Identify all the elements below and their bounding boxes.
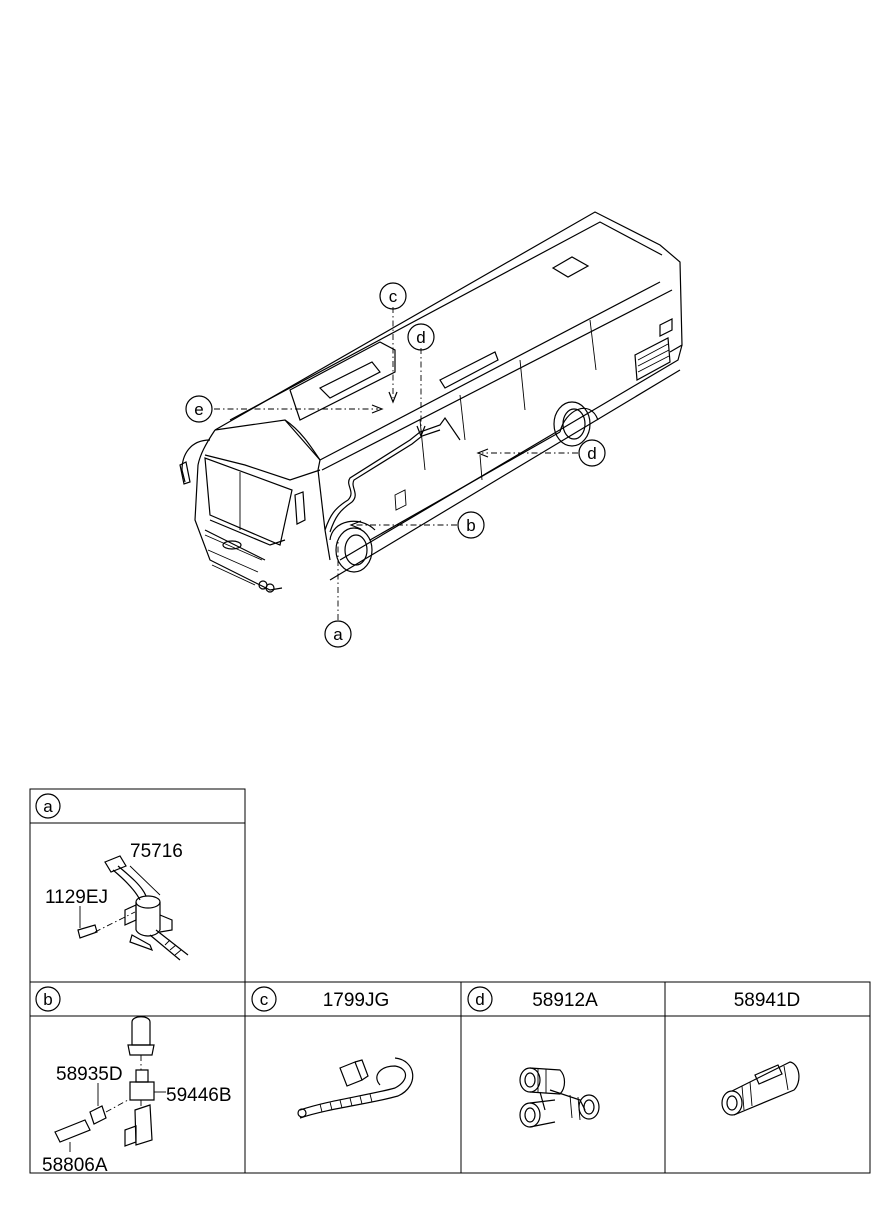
parts-table	[29, 788, 871, 1174]
connector-fitting-drawing	[54, 1016, 166, 1152]
svg-text:b: b	[43, 990, 52, 1009]
callout-e[interactable]: e	[185, 395, 213, 423]
svg-text:b: b	[466, 516, 475, 535]
part-number-1799JG[interactable]: 1799JG	[323, 990, 390, 1011]
callout-a[interactable]: a	[324, 620, 352, 648]
part-number-59446B[interactable]: 59446B	[166, 1085, 232, 1106]
svg-text:d: d	[587, 444, 596, 463]
svg-text:e: e	[194, 400, 203, 419]
callout-c[interactable]: c	[379, 282, 407, 310]
svg-text:d: d	[475, 990, 484, 1009]
part-number-58806A[interactable]: 58806A	[42, 1155, 108, 1176]
svg-text:c: c	[389, 287, 398, 306]
tee-fitting-drawing	[519, 1067, 600, 1128]
section-d-header: d	[467, 986, 493, 1012]
part-number-1129EJ[interactable]: 1129EJ	[45, 887, 108, 908]
svg-text:a: a	[333, 625, 343, 644]
svg-text:a: a	[43, 797, 53, 816]
svg-text:c: c	[260, 990, 269, 1009]
section-b-header: b	[35, 986, 61, 1012]
part-number-58912A[interactable]: 58912A	[532, 990, 598, 1011]
part-number-58941D[interactable]: 58941D	[734, 990, 801, 1011]
section-a-header: a	[35, 793, 61, 819]
cable-tie-drawing	[297, 1057, 414, 1119]
callout-d-right[interactable]: d	[578, 439, 606, 467]
callout-d-top[interactable]: d	[407, 323, 435, 351]
bus-illustration	[179, 211, 683, 593]
svg-text:d: d	[416, 328, 425, 347]
part-number-58935D[interactable]: 58935D	[56, 1064, 123, 1085]
callout-b[interactable]: b	[457, 511, 485, 539]
section-c-header: c	[251, 986, 277, 1012]
straight-connector-drawing	[721, 1061, 800, 1116]
part-number-75716[interactable]: 75716	[130, 841, 183, 862]
solenoid-valve-drawing	[77, 855, 189, 961]
